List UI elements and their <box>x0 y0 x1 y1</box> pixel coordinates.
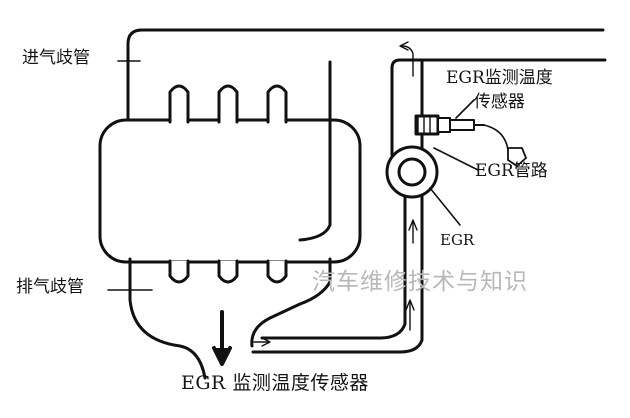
sensor-connector <box>507 147 527 167</box>
exhaust-runners <box>168 259 288 284</box>
egr-temp-sensor-label: EGR监测温度 传感器 <box>446 66 553 114</box>
egr-valve-label: EGR <box>440 231 475 249</box>
intake-manifold <box>126 28 605 126</box>
sensor-wire <box>483 124 509 151</box>
egr-pipe-leader <box>433 147 479 171</box>
flow-arrows <box>253 41 418 347</box>
egr-pipe-left <box>298 60 332 242</box>
exhaust-manifold-inner <box>250 257 332 348</box>
intake-manifold-inner <box>390 58 607 157</box>
egr-pipe-label: EGR管路 <box>475 161 548 181</box>
sensor-label-line2: 传感器 <box>473 92 525 112</box>
watermark: 汽车维修技术与知识 <box>312 269 528 295</box>
exhaust-outflow-arrow <box>212 310 232 366</box>
exhaust-manifold-outer <box>128 257 207 380</box>
sensor-leader <box>455 99 475 119</box>
engine-block <box>98 118 362 264</box>
intake-runners <box>168 84 288 124</box>
figure-caption: EGR 监测温度传感器 <box>181 372 369 394</box>
egr-temp-sensor <box>414 114 485 136</box>
sensor-label-line1: EGR监测温度 <box>446 68 553 88</box>
egr-pipe-mid <box>260 150 407 340</box>
egr-pipe-right <box>251 58 424 354</box>
exhaust-manifold-label: 排气歧管 <box>16 277 84 297</box>
egr-valve-leader <box>429 187 461 226</box>
intake-manifold-label: 进气歧管 <box>22 48 90 68</box>
egr-valve <box>385 145 439 199</box>
